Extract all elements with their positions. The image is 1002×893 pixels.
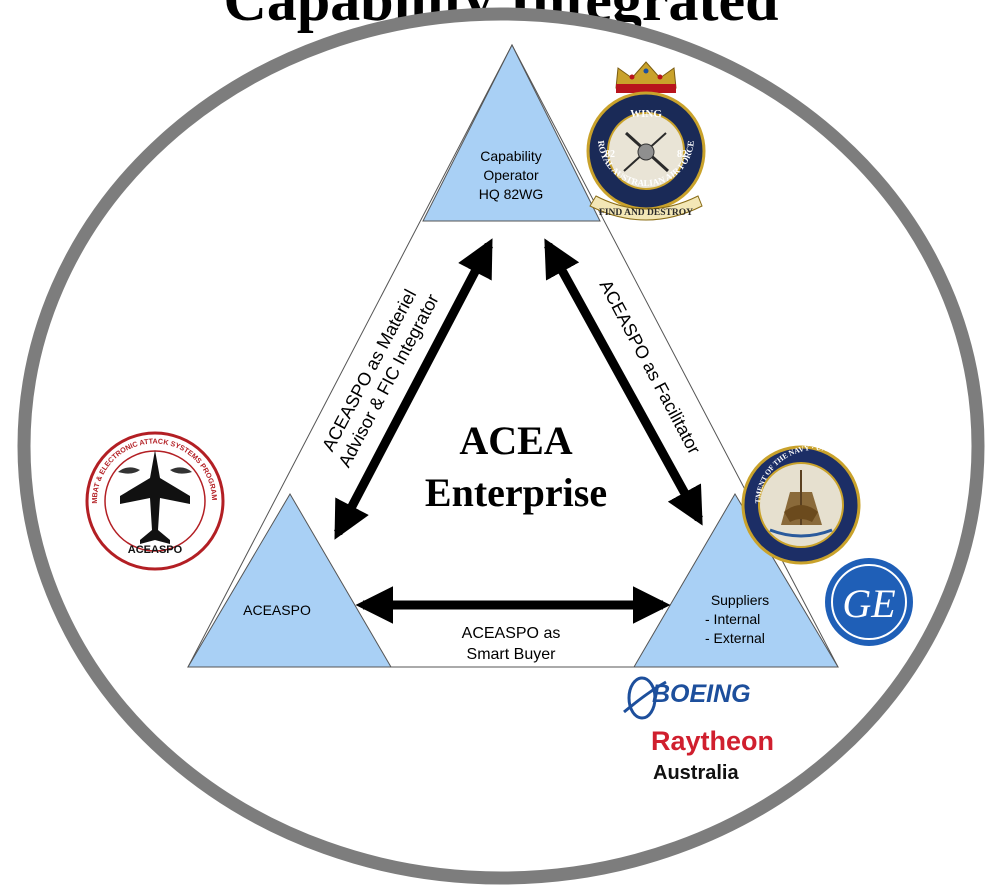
edge-bottom-line2: Smart Buyer [467, 646, 557, 663]
raytheon-australia-text: Australia [653, 762, 739, 784]
node-top-triangle [422, 43, 601, 222]
ge-logo: GE [825, 558, 913, 646]
raytheon-australia-logo: Raytheon Australia [651, 726, 774, 784]
center-title: ACEA Enterprise [425, 418, 607, 515]
raytheon-text: Raytheon [651, 726, 774, 756]
node-right-label: Suppliers - Internal - External [705, 592, 769, 646]
arrow-right-edge [544, 238, 703, 526]
node-right-triangle [633, 493, 839, 668]
center-title-line1: ACEA [459, 418, 572, 463]
raaf-82wing-crest-logo: WING 82 82 ROYAL AUSTRALIAN AIR FORCE FI… [586, 61, 706, 221]
node-right-line3: - External [705, 630, 765, 646]
boeing-text: BOEING [652, 680, 751, 708]
center-title-line2: Enterprise [425, 470, 607, 515]
node-top-line1: Capability [480, 148, 541, 164]
crest-num-left: 82 [605, 149, 615, 160]
node-top-label: Capability Operator HQ 82WG [479, 148, 544, 202]
node-left-label: ACEASPO [243, 602, 311, 618]
crest-num-right: 82 [677, 149, 687, 160]
edge-bottom-label: ACEASPO as Smart Buyer [462, 625, 561, 663]
edge-bottom-line1: ACEASPO as [462, 625, 561, 642]
boeing-logo: BOEING [623, 676, 751, 720]
ge-text: GE [842, 581, 895, 626]
arrow-left-edge [334, 238, 493, 540]
node-top-line2: Operator [483, 167, 539, 183]
node-left-triangle [187, 493, 392, 668]
seal-name: ACEASPO [128, 544, 183, 556]
crest-motto: FIND AND DESTROY [599, 208, 693, 218]
crest-wing-text: WING [630, 108, 662, 120]
node-right-line1: Suppliers [711, 592, 769, 608]
node-right-line2: - Internal [705, 611, 760, 627]
node-top-line3: HQ 82WG [479, 186, 544, 202]
